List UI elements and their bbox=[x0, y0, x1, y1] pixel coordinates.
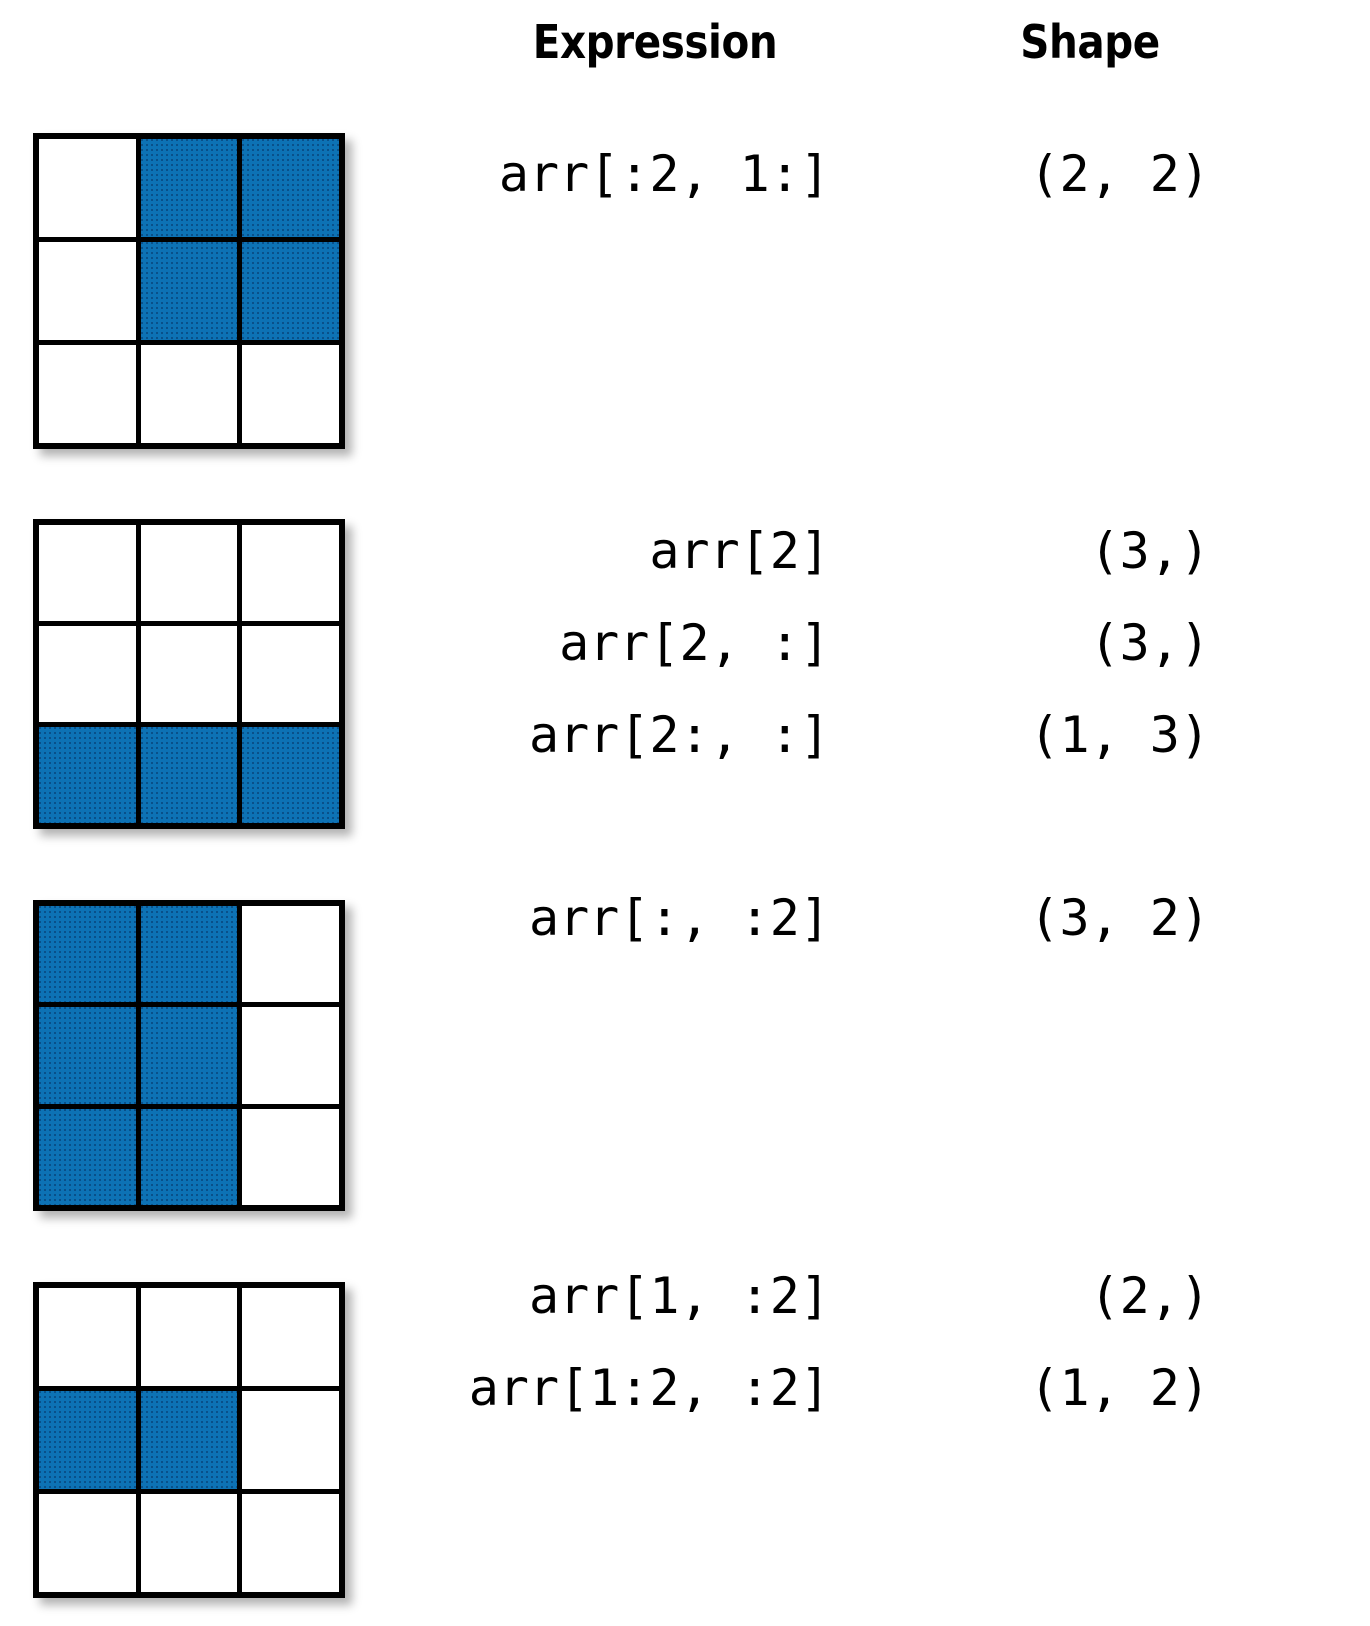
grid-cell-highlighted bbox=[39, 1391, 136, 1489]
grid-cell-empty bbox=[242, 1108, 339, 1205]
grid-cell-empty bbox=[242, 906, 339, 1003]
grid-cell-empty bbox=[242, 345, 339, 443]
grid-cell-empty bbox=[39, 1288, 136, 1386]
grid-cell-highlighted bbox=[39, 1108, 136, 1205]
grid-cell-highlighted bbox=[140, 906, 238, 1003]
grid-cell-empty bbox=[242, 626, 339, 722]
grid-cell-highlighted bbox=[39, 727, 136, 823]
grid-cell-empty bbox=[140, 1288, 238, 1386]
expression-text: arr[1:2, :2] bbox=[468, 1359, 830, 1417]
shape-text: (3,) bbox=[1089, 522, 1210, 580]
grid-cell-empty bbox=[39, 525, 136, 621]
grid-cell-highlighted bbox=[39, 1007, 136, 1104]
grid-cell-highlighted bbox=[140, 1108, 238, 1205]
expression-text: arr[2, :] bbox=[559, 614, 830, 672]
array-grid-3 bbox=[33, 900, 345, 1211]
table-row: arr[:2, 1:] (2, 2) bbox=[440, 128, 1240, 220]
expression-text: arr[2:, :] bbox=[528, 706, 830, 764]
expression-text: arr[1, :2] bbox=[528, 1267, 830, 1325]
grid-cell-highlighted bbox=[140, 242, 238, 340]
grid-cell-empty bbox=[39, 345, 136, 443]
grid-cell-highlighted bbox=[242, 139, 339, 237]
grid-cell-empty bbox=[39, 139, 136, 237]
column-header-expression: Expression bbox=[532, 15, 778, 69]
shape-text: (1, 2) bbox=[1029, 1359, 1210, 1417]
shape-text: (3, 2) bbox=[1029, 889, 1210, 947]
grid-cell-highlighted bbox=[140, 139, 238, 237]
table-row: arr[2, :] (3,) bbox=[440, 597, 1240, 689]
grid-cell-empty bbox=[140, 626, 238, 722]
expression-group-2: arr[2] (3,) arr[2, :] (3,) arr[2:, :] (1, 3) bbox=[440, 505, 1240, 781]
expression-group-4: arr[1, :2] (2,) arr[1:2, :2] (1, 2) bbox=[440, 1250, 1240, 1434]
grid-cell-empty bbox=[242, 1391, 339, 1489]
expression-text: arr[:2, 1:] bbox=[498, 145, 830, 203]
grid-cell-empty bbox=[140, 525, 238, 621]
grid-cell-empty bbox=[140, 345, 238, 443]
table-header: Expression Shape bbox=[0, 14, 1370, 84]
grid-cell-highlighted bbox=[140, 727, 238, 823]
array-grid-1 bbox=[33, 133, 345, 449]
array-grid-4 bbox=[33, 1282, 345, 1598]
grid-cell-empty bbox=[242, 525, 339, 621]
expression-group-3: arr[:, :2] (3, 2) bbox=[440, 872, 1240, 964]
expression-text: arr[2] bbox=[649, 522, 830, 580]
table-row: arr[:, :2] (3, 2) bbox=[440, 872, 1240, 964]
grid-cell-empty bbox=[140, 1494, 238, 1592]
grid-cell-empty bbox=[242, 1288, 339, 1386]
grid-cell-empty bbox=[39, 242, 136, 340]
table-row: arr[2:, :] (1, 3) bbox=[440, 689, 1240, 781]
grid-cell-highlighted bbox=[140, 1007, 238, 1104]
grid-cell-empty bbox=[242, 1494, 339, 1592]
grid-cell-empty bbox=[39, 626, 136, 722]
grid-cell-highlighted bbox=[140, 1391, 238, 1489]
grid-cell-empty bbox=[242, 1007, 339, 1104]
grid-cell-highlighted bbox=[242, 727, 339, 823]
table-row: arr[1, :2] (2,) bbox=[440, 1250, 1240, 1342]
shape-text: (2, 2) bbox=[1029, 145, 1210, 203]
column-header-shape: Shape bbox=[1020, 15, 1160, 69]
shape-text: (2,) bbox=[1089, 1267, 1210, 1325]
shape-text: (3,) bbox=[1089, 614, 1210, 672]
shape-text: (1, 3) bbox=[1029, 706, 1210, 764]
array-grid-2 bbox=[33, 519, 345, 829]
expression-text: arr[:, :2] bbox=[528, 889, 830, 947]
expression-group-1: arr[:2, 1:] (2, 2) bbox=[440, 128, 1240, 220]
grid-cell-highlighted bbox=[242, 242, 339, 340]
table-row: arr[1:2, :2] (1, 2) bbox=[440, 1342, 1240, 1434]
grid-cell-highlighted bbox=[39, 906, 136, 1003]
table-row: arr[2] (3,) bbox=[440, 505, 1240, 597]
grid-cell-empty bbox=[39, 1494, 136, 1592]
